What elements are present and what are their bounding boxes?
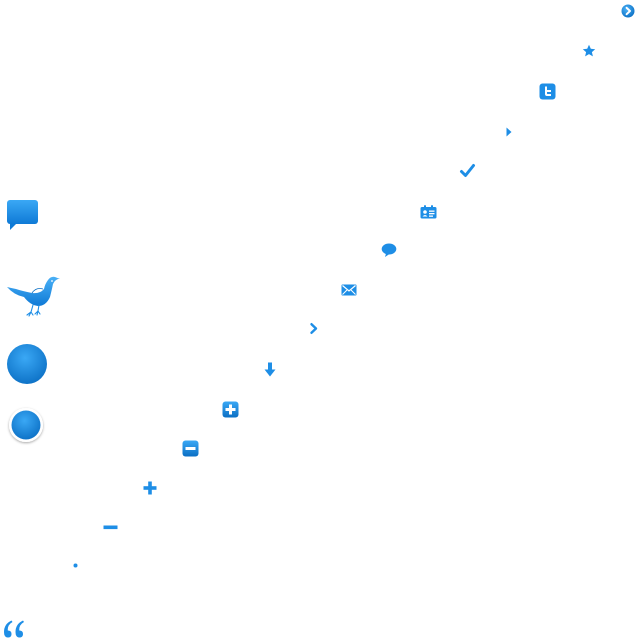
plus-icon (143, 481, 157, 495)
circle-large-icon (6, 343, 48, 385)
dot-icon (73, 563, 78, 568)
arrow-right-circle-icon (621, 4, 635, 18)
star-icon (582, 44, 596, 58)
quote-icon (2, 619, 26, 639)
checkmark-icon (460, 164, 475, 178)
chevron-right-icon (310, 323, 318, 334)
minus-icon (103, 525, 118, 530)
speech-bubble-small-icon (381, 243, 397, 258)
plus-box-icon (222, 401, 239, 418)
small-play-arrow-icon (506, 127, 512, 137)
contact-card-icon (420, 205, 437, 219)
minus-box-icon (182, 440, 199, 457)
envelope-icon (341, 284, 357, 296)
speech-bubble-large-icon (6, 199, 40, 231)
bird-icon (6, 275, 62, 319)
twitter-square-icon (539, 83, 556, 100)
circle-white-ring-icon (7, 406, 45, 444)
arrow-down-icon (264, 362, 276, 377)
